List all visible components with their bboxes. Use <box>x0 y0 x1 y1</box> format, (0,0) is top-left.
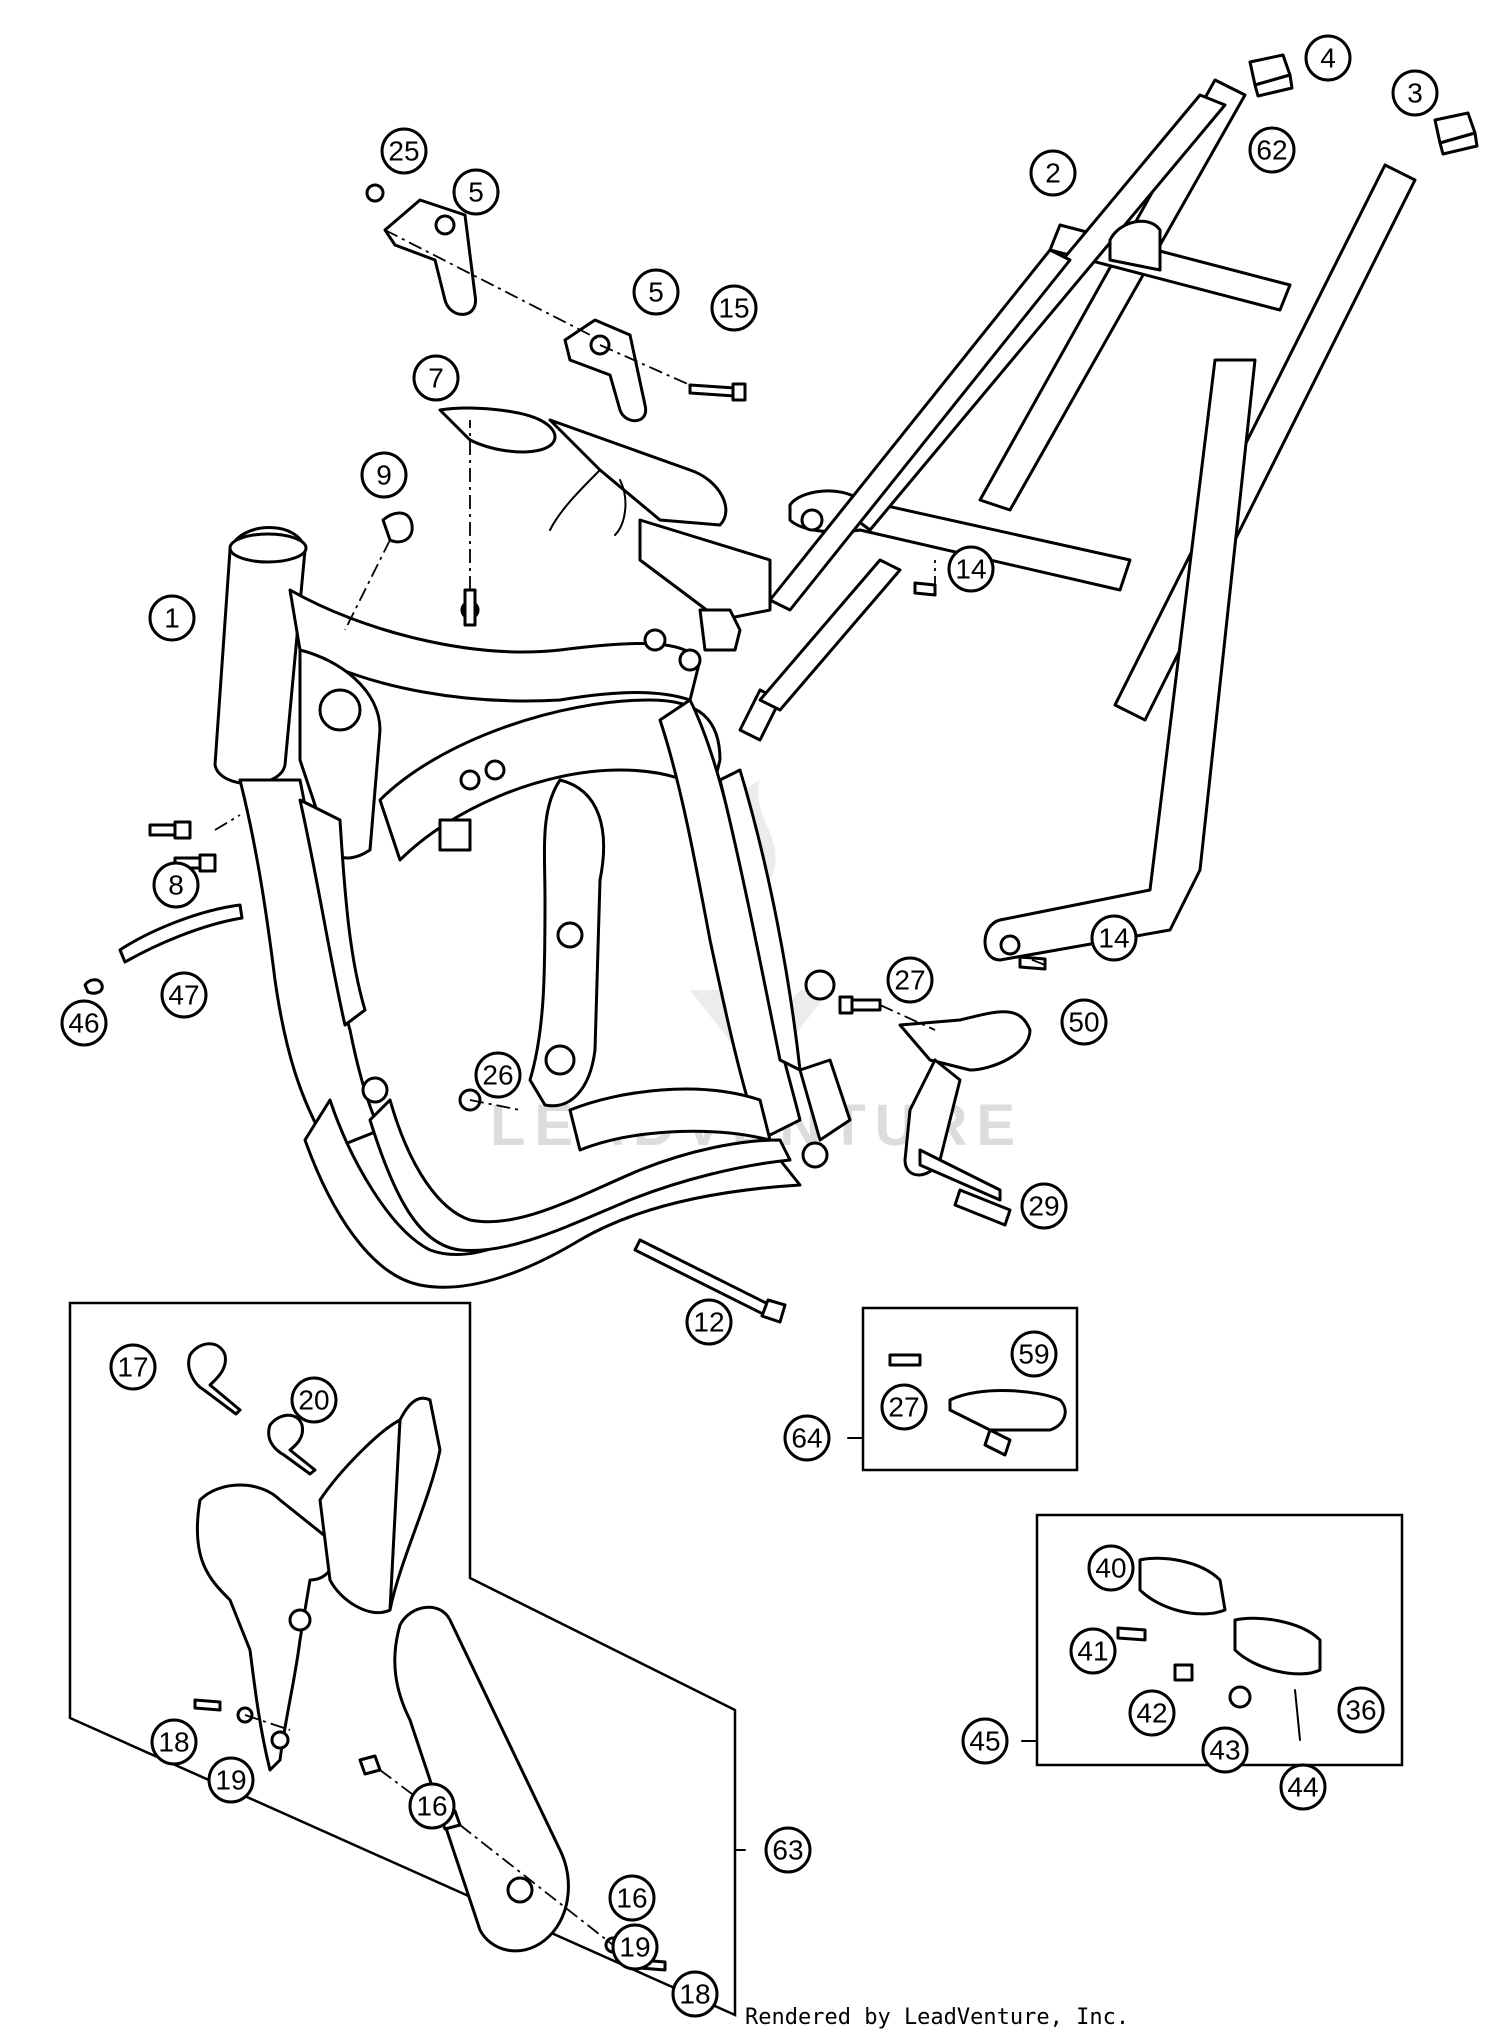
callout-5b: 5 <box>632 268 680 316</box>
callout-16: 16 <box>408 1782 456 1830</box>
svg-text:63: 63 <box>772 1835 803 1866</box>
callout-46: 46 <box>60 999 108 1047</box>
callout-47: 47 <box>160 971 208 1019</box>
callout-36: 36 <box>1337 1686 1385 1734</box>
callout-19b: 19 <box>611 1923 659 1971</box>
svg-text:46: 46 <box>68 1008 99 1039</box>
callout-12: 12 <box>685 1298 733 1346</box>
svg-text:29: 29 <box>1028 1191 1059 1222</box>
svg-text:25: 25 <box>388 136 419 167</box>
callout-63: 63 <box>764 1826 812 1874</box>
svg-text:43: 43 <box>1209 1735 1240 1766</box>
footpeg-bracket <box>838 995 1032 1227</box>
svg-text:44: 44 <box>1287 1772 1318 1803</box>
callout-1: 1 <box>148 594 196 642</box>
svg-text:27: 27 <box>894 965 925 996</box>
svg-text:18: 18 <box>679 1979 710 2010</box>
svg-text:47: 47 <box>168 980 199 1011</box>
svg-text:2: 2 <box>1045 158 1061 189</box>
callout-16b: 16 <box>608 1874 656 1922</box>
callout-17: 17 <box>109 1343 157 1391</box>
svg-text:15: 15 <box>718 293 749 324</box>
svg-text:12: 12 <box>693 1307 724 1338</box>
subframe-end-caps <box>1248 53 1479 156</box>
svg-text:18: 18 <box>158 1727 189 1758</box>
svg-text:8: 8 <box>168 870 184 901</box>
callouts: 1 2 3 4 5 5 7 8 9 12 14 14 15 16 16 17 1… <box>60 34 1439 2018</box>
svg-text:62: 62 <box>1256 135 1287 166</box>
main-frame <box>213 526 852 1289</box>
callout-62: 62 <box>1248 126 1296 174</box>
small-parts <box>83 183 1047 1324</box>
svg-text:4: 4 <box>1320 43 1336 74</box>
subframe <box>738 78 1417 962</box>
svg-text:36: 36 <box>1345 1695 1376 1726</box>
callout-27b: 27 <box>880 1383 928 1431</box>
callout-29: 29 <box>1020 1182 1068 1230</box>
svg-text:5: 5 <box>648 277 664 308</box>
callout-14: 14 <box>947 545 995 593</box>
svg-text:5: 5 <box>468 177 484 208</box>
callout-19: 19 <box>207 1756 255 1804</box>
svg-text:17: 17 <box>117 1352 148 1383</box>
frame-protector-box <box>68 1301 737 2017</box>
callout-2: 2 <box>1029 149 1077 197</box>
svg-text:16: 16 <box>416 1791 447 1822</box>
footrest-box <box>861 1306 1079 1472</box>
svg-text:50: 50 <box>1068 1007 1099 1038</box>
callout-42: 42 <box>1128 1689 1176 1737</box>
svg-text:59: 59 <box>1018 1339 1049 1370</box>
svg-text:14: 14 <box>1098 923 1129 954</box>
svg-text:1: 1 <box>164 603 180 634</box>
callout-5: 5 <box>452 168 500 216</box>
callout-50: 50 <box>1060 998 1108 1046</box>
svg-text:9: 9 <box>376 460 392 491</box>
callout-27: 27 <box>886 956 934 1004</box>
callout-41: 41 <box>1069 1627 1117 1675</box>
callout-7: 7 <box>412 354 460 402</box>
callout-8: 8 <box>152 861 200 909</box>
svg-text:64: 64 <box>791 1423 822 1454</box>
callout-59: 59 <box>1010 1330 1058 1378</box>
callout-40: 40 <box>1087 1544 1135 1592</box>
callout-64: 64 <box>783 1414 831 1462</box>
callout-45: 45 <box>961 1717 1009 1765</box>
callout-4: 4 <box>1304 34 1352 82</box>
svg-text:27: 27 <box>888 1392 919 1423</box>
callout-20: 20 <box>290 1376 338 1424</box>
svg-text:40: 40 <box>1095 1553 1126 1584</box>
svg-text:26: 26 <box>482 1060 513 1091</box>
svg-text:41: 41 <box>1077 1636 1108 1667</box>
svg-text:19: 19 <box>215 1765 246 1796</box>
render-credit: Rendered by LeadVenture, Inc. <box>745 2005 1130 2030</box>
callout-9: 9 <box>360 451 408 499</box>
svg-text:19: 19 <box>619 1932 650 1963</box>
svg-text:20: 20 <box>298 1385 329 1416</box>
leader-lines <box>214 229 1046 1946</box>
callout-44: 44 <box>1279 1763 1327 1811</box>
svg-text:16: 16 <box>616 1883 647 1914</box>
svg-text:14: 14 <box>955 554 986 585</box>
callout-18: 18 <box>150 1718 198 1766</box>
callout-18b: 18 <box>671 1970 719 2018</box>
callout-3: 3 <box>1391 69 1439 117</box>
callout-43: 43 <box>1201 1726 1249 1774</box>
svg-text:45: 45 <box>969 1726 1000 1757</box>
callout-26: 26 <box>474 1051 522 1099</box>
callout-15: 15 <box>710 284 758 332</box>
svg-text:3: 3 <box>1407 78 1423 109</box>
svg-text:42: 42 <box>1136 1698 1167 1729</box>
svg-text:7: 7 <box>428 363 444 394</box>
callout-14b: 14 <box>1090 914 1138 962</box>
callout-25: 25 <box>380 127 428 175</box>
